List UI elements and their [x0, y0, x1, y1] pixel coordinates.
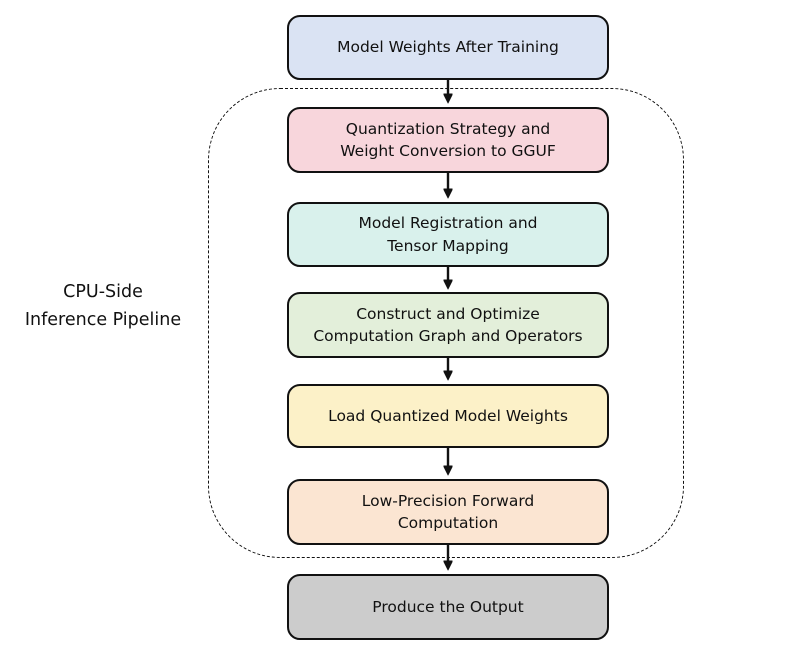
- pipeline-dashed-frame: [208, 88, 684, 558]
- node-produce-output: Produce the Output: [287, 574, 609, 640]
- node-construct-optimize-graph: Construct and Optimize Computation Graph…: [287, 292, 609, 358]
- node-model-registration-tensor-mapping: Model Registration and Tensor Mapping: [287, 202, 609, 267]
- pipeline-label: CPU-Side Inference Pipeline: [24, 282, 182, 330]
- node-load-quantized-weights: Load Quantized Model Weights: [287, 384, 609, 448]
- node-low-precision-forward: Low-Precision Forward Computation: [287, 479, 609, 545]
- node-quantization-strategy-gguf: Quantization Strategy and Weight Convers…: [287, 107, 609, 173]
- node-model-weights-after-training: Model Weights After Training: [287, 15, 609, 80]
